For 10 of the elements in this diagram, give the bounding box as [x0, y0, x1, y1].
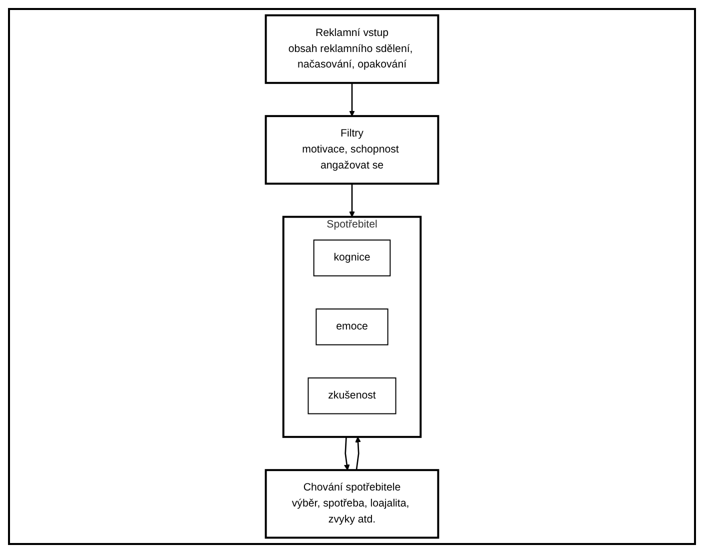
node-box: Filtry motivace, schopnost angažovat se	[264, 115, 440, 185]
node-box: Reklamní vstup obsah reklamního sdělení, načasování, opakování	[264, 14, 440, 84]
arrow	[355, 436, 361, 470]
node-box: kognice	[313, 240, 391, 276]
node-box: zkušenost	[308, 377, 396, 414]
arrow	[344, 436, 350, 470]
arrow	[349, 184, 355, 218]
node-box: emoce	[316, 308, 388, 346]
node-box: Chování spotřebitele výběr, spotřeba, loajalita, zvyky atd.	[264, 469, 440, 539]
arrow	[349, 82, 355, 116]
